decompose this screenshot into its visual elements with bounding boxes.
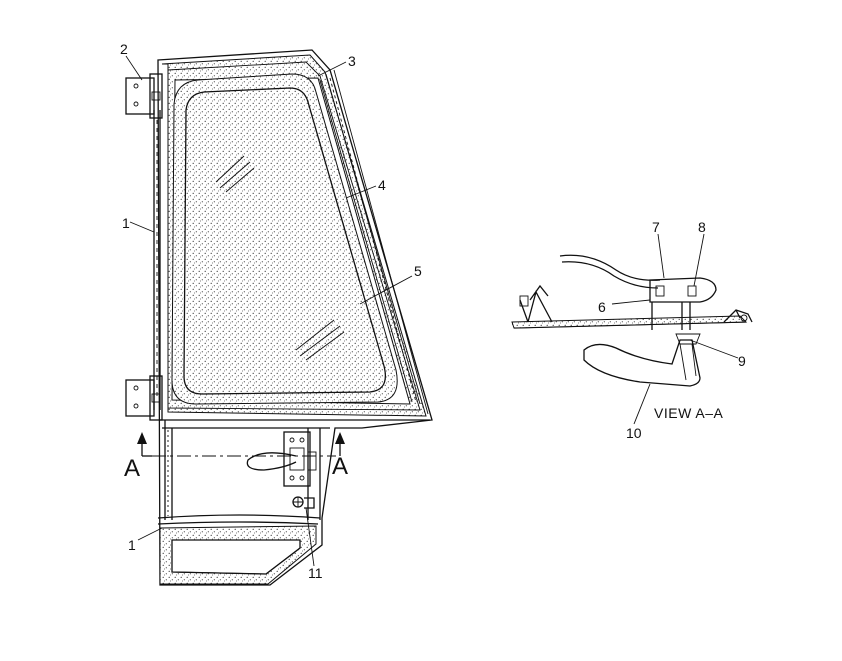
- lower-panel-inner: [171, 539, 301, 575]
- leader-10: [633, 383, 651, 425]
- callout-4: 4: [378, 177, 386, 193]
- view-lower-handle-knuckle: [675, 333, 701, 345]
- callout-11: 11: [308, 565, 323, 581]
- callout-1-lower: 1: [128, 537, 136, 553]
- leader-1b: [137, 527, 163, 541]
- arrow-left-icon: [137, 432, 147, 444]
- leader-8: [693, 233, 705, 287]
- callout-6: 6: [598, 299, 606, 315]
- lower-right-post: [307, 428, 321, 520]
- callout-9: 9: [738, 353, 746, 369]
- view-left-bracket: [519, 284, 553, 323]
- door-edge-strip-dash: [329, 77, 417, 403]
- leader-7: [657, 233, 665, 279]
- view-base-seal: [511, 315, 748, 329]
- view-latch-stem: [651, 302, 691, 330]
- arrow-right-icon: [335, 432, 345, 444]
- view-right-clip: [723, 309, 753, 323]
- door-glass: [183, 87, 387, 395]
- hinge-bottom: [125, 375, 163, 421]
- glass-reflection: [215, 155, 345, 361]
- latch-bolt: [292, 496, 315, 509]
- leader-6: [611, 299, 651, 305]
- lower-panel-frame: [160, 419, 430, 520]
- hinge-top: [125, 73, 163, 119]
- leader-4: [345, 185, 377, 199]
- callout-2: 2: [120, 41, 128, 57]
- callout-10: 10: [626, 425, 642, 441]
- callout-8: 8: [698, 219, 706, 235]
- leader-2: [125, 55, 143, 81]
- door-frame-outer: [157, 49, 433, 586]
- leader-9: [689, 339, 739, 359]
- view-latch-body: [649, 277, 717, 303]
- door-handle-loop: [246, 452, 297, 471]
- leader-3: [317, 61, 347, 77]
- callout-7: 7: [652, 219, 660, 235]
- lower-panel-split: [157, 514, 321, 525]
- leader-lines: [125, 55, 739, 567]
- view-a-a-detail: [511, 254, 753, 387]
- view-label: VIEW A–A: [654, 405, 724, 421]
- leader-1a: [129, 221, 155, 233]
- leader-11: [305, 507, 315, 567]
- door-frame-inner-line: [167, 61, 421, 411]
- callout-3: 3: [348, 53, 356, 69]
- section-line: [137, 432, 345, 457]
- lower-panel-seal: [159, 525, 317, 585]
- door-assembly: [125, 49, 433, 586]
- callout-5: 5: [414, 263, 422, 279]
- callout-labels: 2 3 4 5 1 1 11 6 7 8 9 10 A A VIEW A–A: [120, 41, 746, 581]
- door-glass-seal: [171, 73, 398, 405]
- latch-block: [283, 431, 317, 487]
- view-handle-arm: [559, 254, 661, 289]
- section-mark-right: A: [332, 453, 348, 480]
- leader-5: [359, 275, 413, 305]
- section-mark-left: A: [124, 455, 140, 482]
- view-lower-handle: [583, 339, 701, 387]
- door-left-post: [153, 110, 161, 410]
- door-edge-strip: [319, 69, 429, 415]
- callout-1-upper: 1: [122, 215, 130, 231]
